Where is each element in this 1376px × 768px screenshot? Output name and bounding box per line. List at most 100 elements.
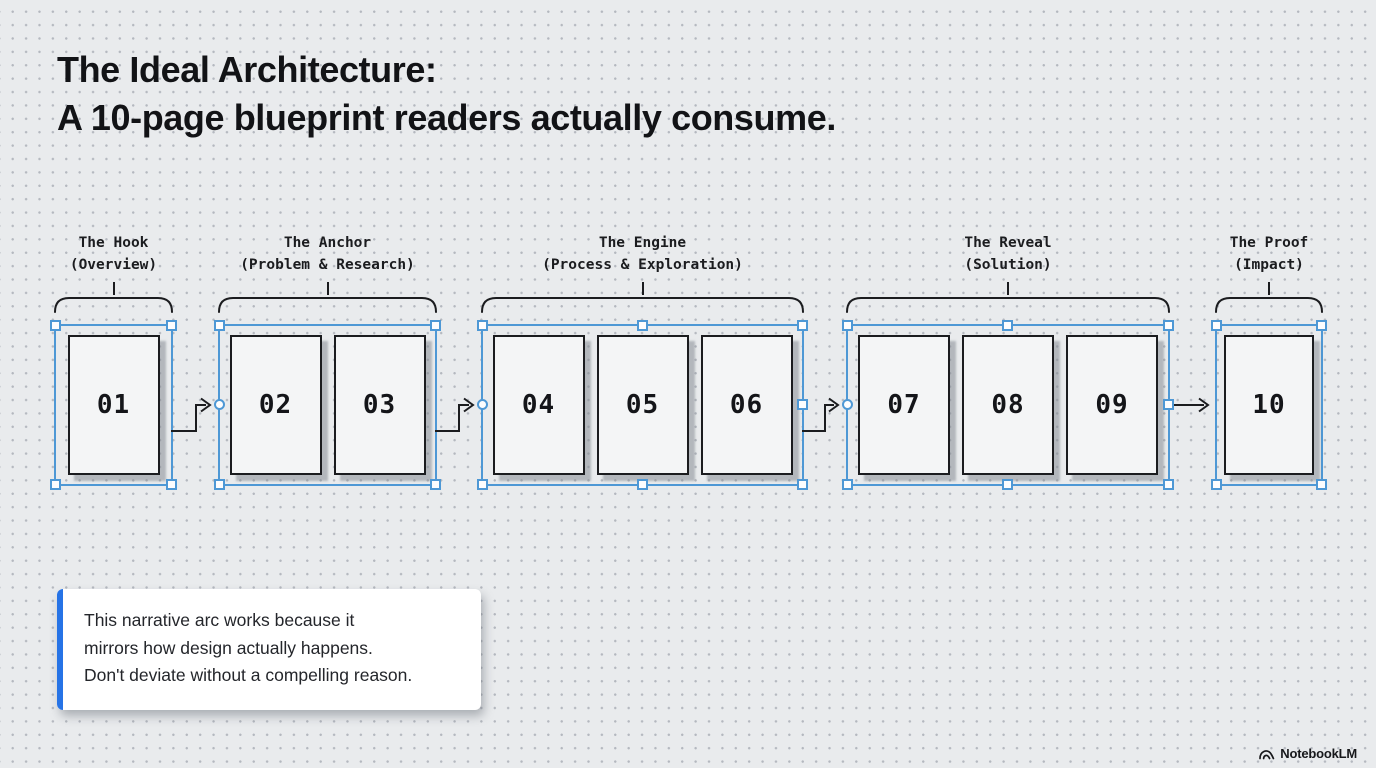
selection-handle[interactable] — [797, 320, 808, 331]
selection-handle[interactable] — [1211, 320, 1222, 331]
connector-endpoint-handle[interactable] — [214, 399, 225, 410]
selection-handle[interactable] — [477, 320, 488, 331]
selection-handle[interactable] — [797, 399, 808, 410]
page-card[interactable]: 09 — [1066, 335, 1158, 475]
selection-box[interactable]: 01 — [50, 320, 177, 490]
group-title: The Anchor — [283, 235, 372, 251]
page-title-line1: The Ideal Architecture: — [57, 49, 437, 90]
page-number: 04 — [521, 390, 556, 420]
bracket — [54, 297, 173, 313]
note-line3: Don't deviate without a compelling reaso… — [84, 665, 413, 685]
selection-handle[interactable] — [1211, 479, 1222, 490]
selection-handle[interactable] — [797, 479, 808, 490]
group-subtitle: (Process & Exploration) — [542, 257, 743, 273]
group-hook: The Hook (Overview) 01 — [50, 228, 177, 490]
selection-handle[interactable] — [1316, 479, 1327, 490]
group-label: The Proof (Impact) — [1230, 232, 1309, 276]
page-number: 08 — [991, 390, 1025, 420]
group-anchor: The Anchor (Problem & Research) 02 03 — [214, 228, 441, 490]
bracket-stem — [641, 282, 644, 295]
page-title: The Ideal Architecture: A 10-page bluepr… — [57, 46, 836, 142]
selection-box[interactable]: 02 03 — [214, 320, 441, 490]
group-title: The Hook — [78, 235, 149, 251]
selection-box[interactable]: 07 08 09 — [842, 320, 1174, 490]
selection-handle[interactable] — [1316, 320, 1327, 331]
connector-endpoint-handle[interactable] — [477, 399, 488, 410]
note-text: This narrative arc works because it mirr… — [84, 607, 412, 690]
notebooklm-icon — [1259, 749, 1275, 759]
selection-handle[interactable] — [1002, 479, 1013, 490]
bracket — [1215, 297, 1323, 313]
note-callout: This narrative arc works because it mirr… — [57, 589, 481, 710]
selection-handle[interactable] — [50, 320, 61, 331]
brand-name: NotebookLM — [1280, 745, 1357, 761]
page-number: 10 — [1252, 390, 1286, 420]
selection-box[interactable]: 04 05 06 — [477, 320, 808, 490]
group-engine: The Engine (Process & Exploration) 04 05… — [477, 228, 808, 490]
arrowhead-2 — [463, 397, 475, 413]
page-card[interactable]: 06 — [700, 335, 793, 475]
page-title-line2: A 10-page blueprint readers actually con… — [57, 97, 836, 138]
bracket — [481, 297, 804, 313]
selection-handle[interactable] — [1163, 320, 1174, 331]
bracket-stem — [112, 282, 115, 295]
bracket — [846, 297, 1170, 313]
selection-box[interactable]: 10 — [1211, 320, 1327, 490]
group-title: The Proof — [1229, 235, 1309, 251]
flow-arrow-1 — [171, 404, 206, 432]
group-label: The Engine (Process & Exploration) — [542, 232, 743, 276]
page-number: 06 — [729, 390, 764, 420]
flow-arrow-2 — [435, 404, 469, 432]
selection-handle[interactable] — [636, 479, 648, 490]
selection-handle[interactable] — [430, 320, 441, 331]
page-number: 02 — [258, 390, 293, 420]
page-number: 07 — [887, 390, 921, 420]
bracket — [218, 297, 437, 313]
page-card[interactable]: 03 — [333, 335, 426, 475]
selection-handle[interactable] — [1163, 399, 1174, 410]
page-number: 03 — [362, 390, 397, 420]
brand-footer: NotebookLM — [1258, 744, 1357, 762]
note-accent-bar — [57, 589, 63, 710]
selection-handle[interactable] — [842, 479, 853, 490]
page-card[interactable]: 04 — [492, 335, 585, 475]
page-card[interactable]: 05 — [596, 335, 689, 475]
selection-handle[interactable] — [166, 320, 177, 331]
note-line2: mirrors how design actually happens. — [84, 637, 373, 658]
group-label: The Reveal (Solution) — [964, 232, 1051, 276]
arrowhead-1 — [200, 397, 212, 413]
group-subtitle: (Solution) — [964, 257, 1052, 273]
selection-handle[interactable] — [636, 320, 648, 331]
page-number: 05 — [625, 390, 660, 420]
group-subtitle: (Problem & Research) — [240, 257, 415, 273]
arrowhead-4 — [1198, 397, 1210, 413]
page-card[interactable]: 10 — [1224, 335, 1314, 475]
group-label: The Anchor (Problem & Research) — [240, 232, 415, 276]
page-number: 09 — [1095, 390, 1129, 420]
group-title: The Engine — [598, 235, 687, 251]
bracket-stem — [1007, 282, 1009, 295]
selection-handle[interactable] — [1163, 479, 1174, 490]
group-reveal: The Reveal (Solution) 07 08 09 — [842, 228, 1174, 490]
page-number: 01 — [96, 390, 131, 420]
page-card[interactable]: 07 — [858, 335, 950, 475]
selection-handle[interactable] — [214, 320, 225, 331]
selection-handle[interactable] — [1002, 320, 1013, 331]
selection-handle[interactable] — [477, 479, 488, 490]
selection-handle[interactable] — [430, 479, 441, 490]
group-proof: The Proof (Impact) 10 — [1211, 228, 1327, 490]
page-card[interactable]: 01 — [67, 335, 160, 475]
page-card[interactable]: 02 — [229, 335, 322, 475]
selection-handle[interactable] — [214, 479, 225, 490]
selection-handle[interactable] — [50, 479, 61, 490]
group-label: The Hook (Overview) — [70, 232, 157, 276]
connector-endpoint-handle[interactable] — [842, 399, 853, 410]
selection-handle[interactable] — [842, 320, 853, 331]
bracket-stem — [326, 282, 329, 295]
page-card[interactable]: 08 — [962, 335, 1054, 475]
group-title: The Reveal — [964, 235, 1052, 251]
selection-handle[interactable] — [166, 479, 177, 490]
arrowhead-3 — [828, 397, 840, 413]
bracket-stem — [1268, 282, 1270, 295]
